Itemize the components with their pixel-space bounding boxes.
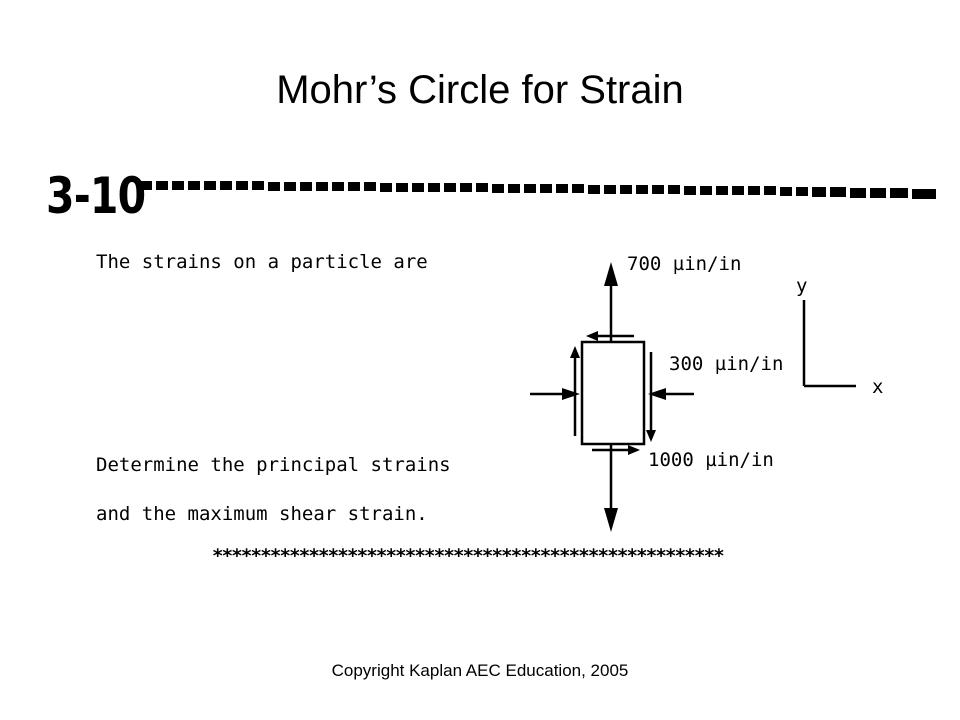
shear-right-head [646,430,656,442]
strain-element [580,340,646,446]
strain-element-diagram [530,262,856,532]
strain-y-label: 700 µin/in [627,253,742,275]
problem-number: 3-10 [46,167,146,225]
arrow-up-head [604,262,618,286]
dash-rule [140,181,936,199]
problem-statement: The strains on a particle are [96,251,428,273]
arrow-left-head [562,388,580,400]
strain-x-label: 1000 µin/in [648,449,774,471]
arrow-down-head [604,508,618,532]
slide-title: Mohr’s Circle for Strain [276,68,684,112]
shear-strain-label: 300 µin/in [669,353,784,375]
copyright-footer: Copyright Kaplan AEC Education, 2005 [331,661,629,680]
question-line-1: Determine the principal strains [96,454,451,476]
arrow-right-head [648,388,666,400]
x-axis-label: x [872,376,884,398]
shear-top-head [586,331,598,341]
y-axis-label: y [796,275,808,297]
shear-left-head [570,346,580,358]
shear-bottom-head [628,445,640,455]
question-line-2: and the maximum shear strain. [96,503,428,525]
asterisk-rule: ****************************************… [212,545,725,567]
